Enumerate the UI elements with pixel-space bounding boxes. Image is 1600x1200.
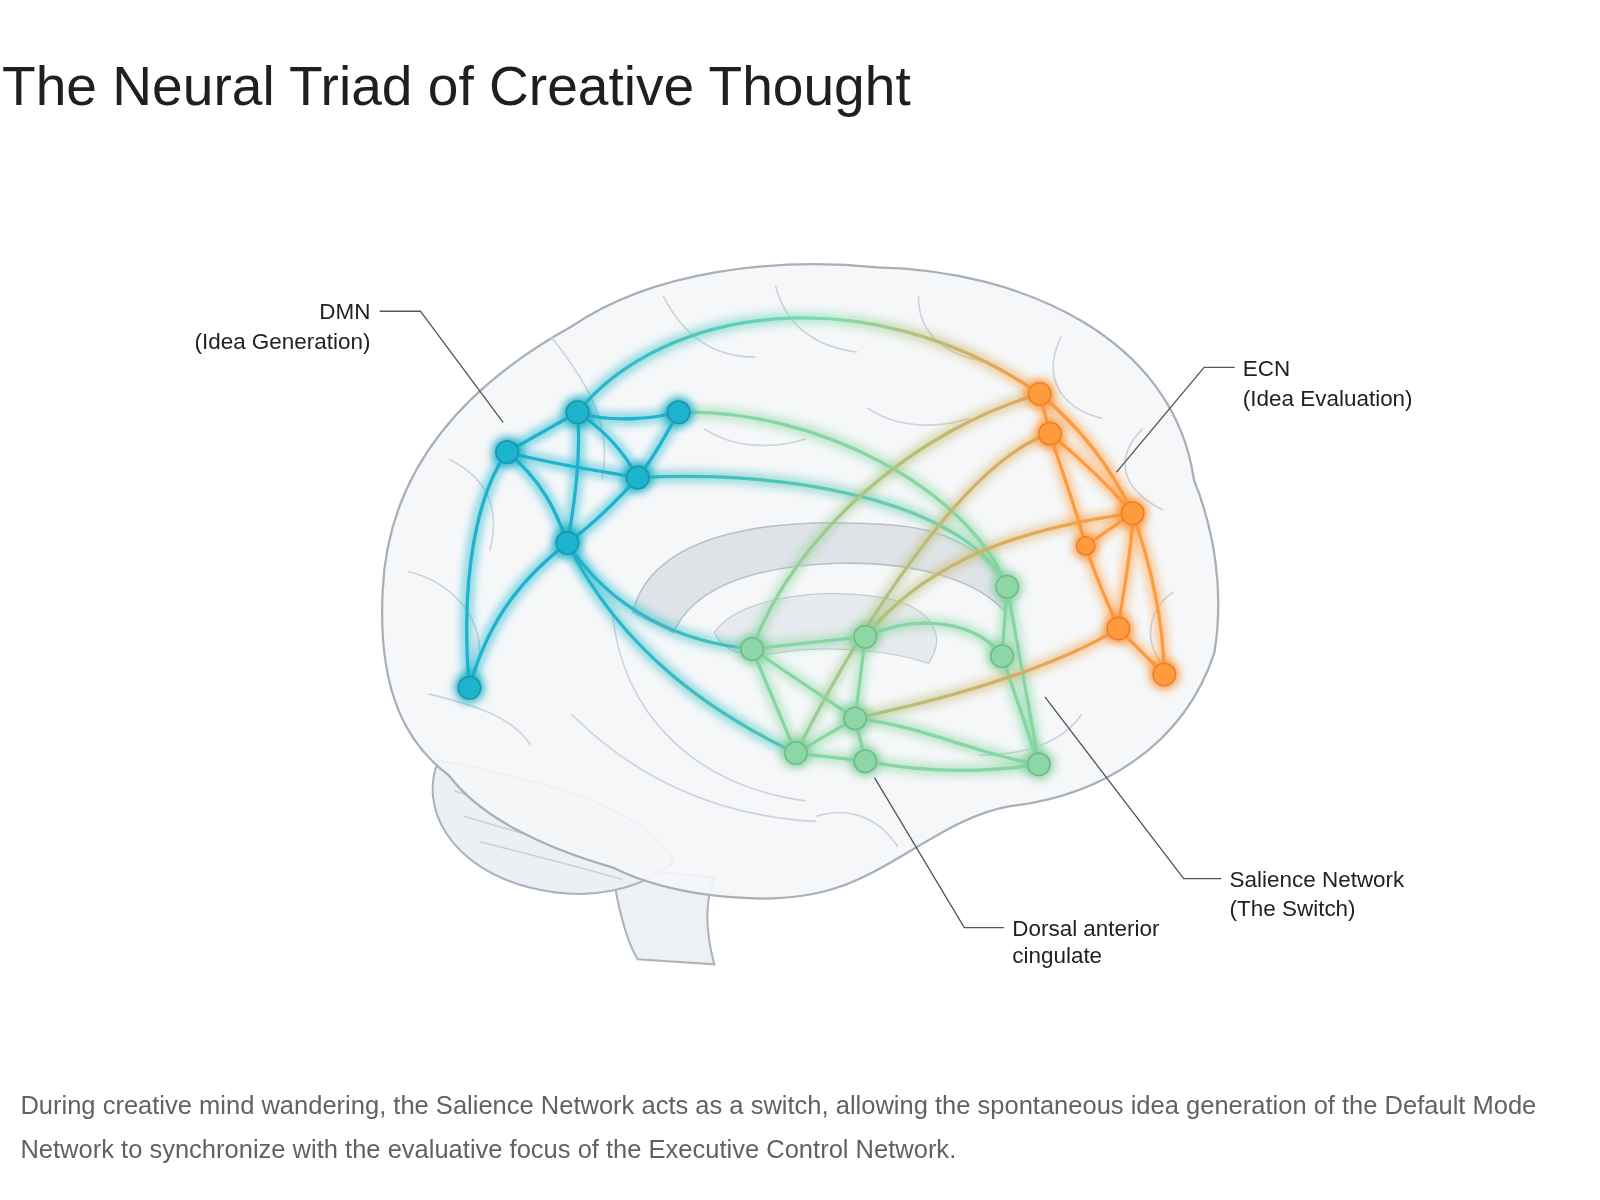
- network-lines: [752, 637, 865, 649]
- network-lines: [796, 434, 1050, 753]
- network-lines: [567, 412, 578, 543]
- network-label: DMN: [319, 297, 370, 325]
- diagram-title: The Neural Triad of Creative Thought: [2, 53, 911, 118]
- leader-lines: [1116, 367, 1234, 472]
- network-role: (The Switch): [1230, 894, 1356, 922]
- network-lines: [1086, 546, 1119, 629]
- network-role: (Idea Generation): [194, 327, 370, 355]
- network-nodes: [741, 638, 763, 660]
- network-lines: [507, 452, 567, 543]
- network-nodes: [1107, 617, 1129, 639]
- network-lines: [578, 412, 679, 419]
- network-lines: [752, 649, 796, 753]
- network-lines: [507, 452, 638, 478]
- network-lines: [1118, 513, 1132, 628]
- network-lines: [855, 629, 1118, 719]
- network-nodes: [1153, 663, 1175, 685]
- network-lines: [567, 543, 752, 649]
- network-lines: [467, 318, 1165, 771]
- network-label: ECN: [1243, 354, 1290, 382]
- brain-outline: [714, 594, 936, 663]
- network-nodes: [667, 401, 689, 423]
- region-label: Dorsal anterior cingulate: [1012, 914, 1216, 969]
- network-lines: [638, 477, 1007, 587]
- network-lines: [578, 318, 1040, 412]
- network-nodes: [556, 532, 578, 554]
- network-lines: [567, 543, 796, 753]
- brain-outline: [382, 264, 1218, 964]
- network-lines: [578, 412, 638, 477]
- network-nodes: [458, 383, 1175, 776]
- leader-lines: [1045, 697, 1222, 879]
- network-nodes: [1039, 422, 1061, 444]
- leader-lines: [874, 778, 1004, 928]
- network-lines: [507, 412, 577, 452]
- network-lines: [469, 543, 567, 688]
- network-lines: [752, 394, 1040, 649]
- brain-outline: [408, 286, 1173, 847]
- network-label: Salience Network: [1230, 865, 1405, 893]
- network-nodes: [627, 466, 649, 488]
- network-lines: [679, 412, 1008, 587]
- network-nodes: [785, 742, 807, 764]
- network-nodes: [496, 441, 518, 463]
- network-nodes: [1121, 502, 1143, 524]
- figure-caption: During creative mind wandering, the Sali…: [20, 1084, 1576, 1172]
- network-nodes: [844, 707, 866, 729]
- network-nodes: [854, 750, 876, 772]
- network-nodes: [991, 645, 1013, 667]
- network-lines: [1133, 513, 1165, 674]
- network-lines: [865, 761, 1038, 770]
- leader-lines: [380, 311, 503, 422]
- network-lines: [855, 637, 865, 719]
- network-nodes: [1077, 537, 1095, 555]
- network-nodes: [996, 576, 1018, 598]
- network-nodes: [1028, 753, 1050, 775]
- network-nodes: [458, 677, 480, 699]
- network-lines: [567, 478, 637, 543]
- network-lines: [865, 513, 1132, 636]
- network-role: (Idea Evaluation): [1243, 384, 1413, 412]
- network-lines: [865, 623, 1002, 656]
- network-lines: [467, 452, 507, 688]
- leader-lines: [380, 311, 1235, 927]
- network-lines: [855, 718, 1039, 764]
- network-lines: [1050, 434, 1086, 546]
- network-nodes: [566, 401, 588, 423]
- brain-outline: [382, 264, 1218, 898]
- network-nodes: [1029, 383, 1051, 405]
- network-lines: [1040, 394, 1133, 513]
- network-nodes: [854, 626, 876, 648]
